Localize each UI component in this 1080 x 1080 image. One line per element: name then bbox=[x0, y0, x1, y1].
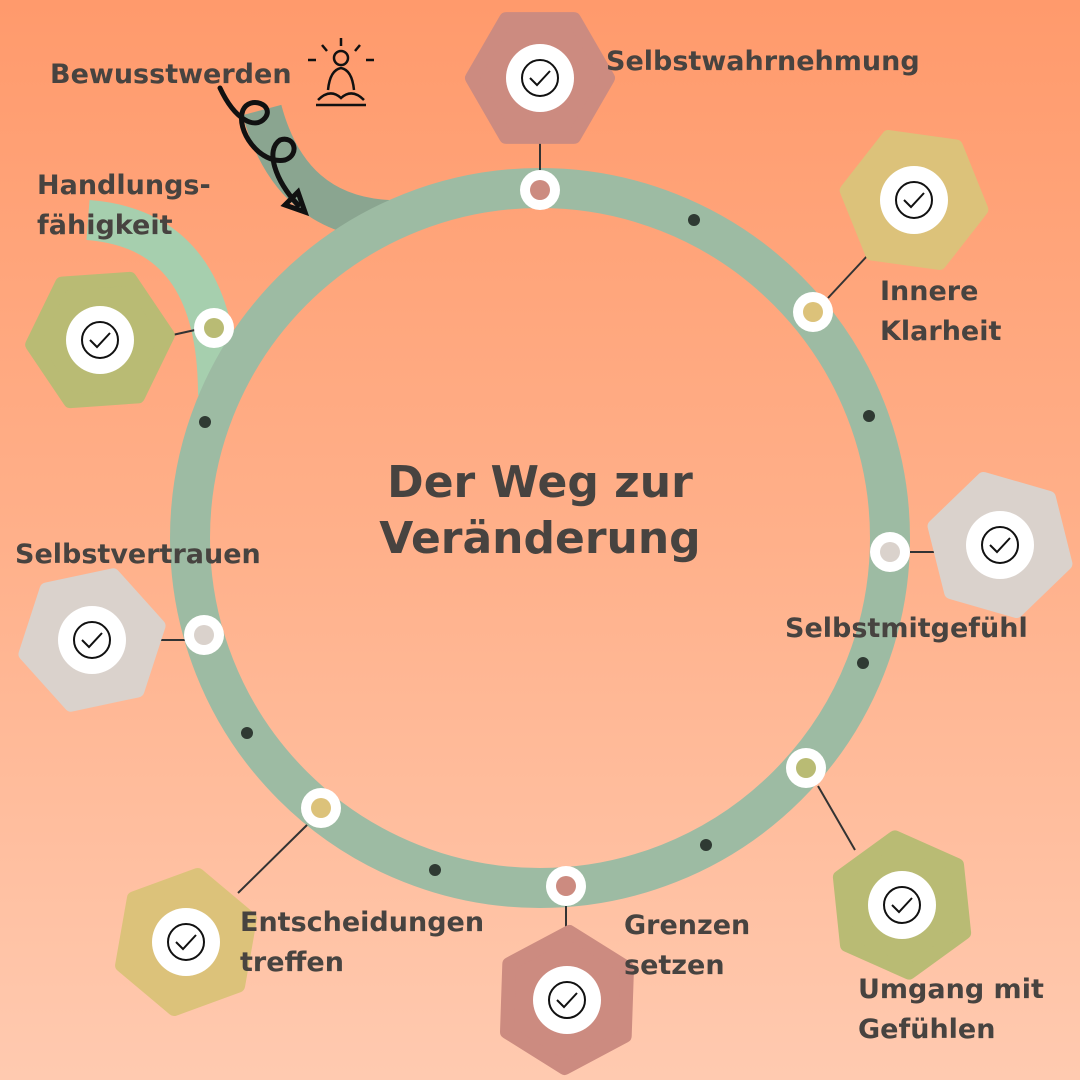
label-line: setzen bbox=[624, 950, 725, 981]
stage-hexagon bbox=[832, 830, 972, 980]
high-five-mirror-icon bbox=[58, 606, 126, 674]
label-line: Handlungs- bbox=[37, 170, 211, 201]
stage-node bbox=[870, 532, 910, 572]
arm-bewusstwerden bbox=[242, 104, 390, 240]
scales-icon bbox=[868, 871, 936, 939]
path-dot bbox=[857, 657, 869, 669]
title-line-1: Der Weg zur bbox=[387, 457, 693, 508]
label-line: Grenzen bbox=[624, 910, 751, 941]
stage-hexagon bbox=[465, 12, 615, 144]
stage-node bbox=[546, 866, 586, 906]
stage-node bbox=[520, 170, 560, 210]
stage-hexagon bbox=[18, 568, 166, 712]
stairs-flag-icon bbox=[66, 306, 134, 374]
path-dot bbox=[199, 416, 211, 428]
spiral-arrow-icon bbox=[217, 85, 310, 217]
heart-in-hand-icon bbox=[966, 511, 1034, 579]
arm-handlungsfaehigkeit bbox=[85, 200, 238, 396]
label-selbstwahrnehmung: Selbstwahrnehmung bbox=[606, 46, 920, 77]
label-line: Klarheit bbox=[880, 316, 1002, 347]
label-line: Umgang mit bbox=[858, 974, 1044, 1005]
meditation-icon bbox=[308, 38, 374, 107]
label-line: treffen bbox=[240, 947, 344, 978]
compass-icon bbox=[880, 166, 948, 234]
path-dot bbox=[429, 864, 441, 876]
stage-node bbox=[793, 292, 833, 332]
stage-hexagon bbox=[115, 868, 257, 1016]
shield-check-icon bbox=[533, 966, 601, 1034]
stage-node bbox=[194, 308, 234, 348]
path-dot bbox=[863, 410, 875, 422]
path-dot bbox=[688, 214, 700, 226]
label-entscheidungen-treffen: Entscheidungen treffen bbox=[240, 903, 484, 983]
label-line: Gefühlen bbox=[858, 1014, 996, 1045]
label-selbstvertrauen: Selbstvertrauen bbox=[15, 539, 261, 570]
stage-hexagon bbox=[500, 925, 634, 1075]
label-selbstmitgefuehl: Selbstmitgefühl bbox=[785, 613, 1028, 644]
title-line-2: Veränderung bbox=[379, 513, 701, 564]
path-dot bbox=[241, 727, 253, 739]
stage-hexagon bbox=[927, 472, 1073, 618]
stage-node bbox=[301, 788, 341, 828]
label-line: fähigkeit bbox=[37, 210, 173, 241]
path-dot bbox=[700, 839, 712, 851]
stage-hexagon bbox=[839, 130, 989, 270]
label-line: Entscheidungen bbox=[240, 907, 485, 938]
stage-node bbox=[184, 615, 224, 655]
stage-hexagon bbox=[25, 271, 175, 409]
label-handlungsfaehigkeit: Handlungs-fähigkeit bbox=[37, 166, 211, 246]
signpost-icon bbox=[152, 908, 220, 976]
stage-node bbox=[786, 748, 826, 788]
label-bewusstwerden: Bewusstwerden bbox=[50, 59, 292, 90]
woman-heart-icon bbox=[506, 44, 574, 112]
label-grenzen-setzen: Grenzen setzen bbox=[624, 906, 750, 986]
label-line: Innere bbox=[880, 276, 979, 307]
diagram-title: Der Weg zur Veränderung bbox=[340, 455, 740, 567]
